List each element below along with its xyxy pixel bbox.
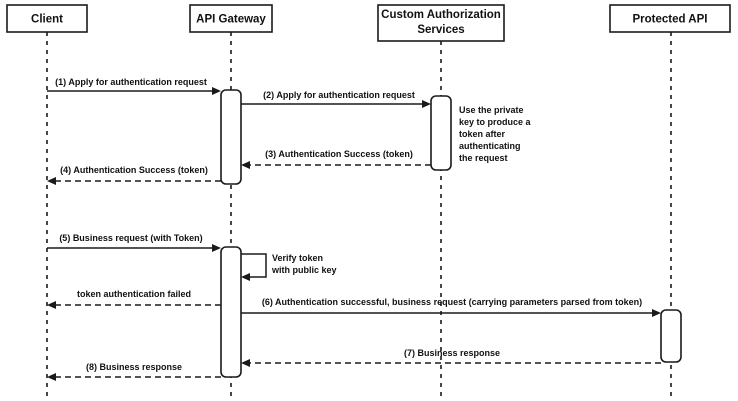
message-4-label: (4) Authentication Success (token) [60, 165, 208, 175]
message-3-label: (3) Authentication Success (token) [265, 149, 413, 159]
message-1-label: (1) Apply for authentication request [55, 77, 207, 87]
message-7-label: (7) Business response [404, 348, 500, 358]
participant-label-client: Client [31, 14, 63, 26]
message-self-verify-token-arrowhead [241, 273, 250, 281]
message-5-label: (5) Business request (with Token) [59, 233, 202, 243]
message-4[interactable]: (4) Authentication Success (token) [47, 165, 221, 185]
message-7[interactable]: (7) Business response [241, 348, 661, 367]
participant-label-custom-auth-line2: Services [417, 24, 464, 36]
message-6-label: (6) Authentication successful, business … [262, 297, 642, 307]
message-6[interactable]: (6) Authentication successful, business … [241, 297, 661, 317]
note-private-key-line-5: the request [459, 153, 508, 163]
message-3-arrowhead [241, 161, 250, 169]
message-token-authentication-failed-arrowhead [47, 301, 56, 309]
note-private-key-line-3: token after [459, 129, 506, 139]
participant-label-api-gateway: API Gateway [196, 14, 266, 26]
message-8-arrowhead [47, 373, 56, 381]
message-self-verify-token-label-line2: with public key [271, 265, 337, 275]
message-self-verify-token-label-line1: Verify token [272, 253, 323, 263]
activation-bar-protected-api [660, 309, 682, 363]
message-7-arrowhead [241, 359, 250, 367]
message-5-arrowhead [212, 244, 221, 252]
note-private-key-line-1: Use the private [459, 105, 524, 115]
activation-bar-custom-auth [430, 95, 452, 171]
message-token-authentication-failed-label: token authentication failed [77, 289, 191, 299]
participant-label-protected-api: Protected API [633, 14, 708, 26]
message-2-label: (2) Apply for authentication request [263, 90, 415, 100]
participant-box-protected-api[interactable]: Protected API [609, 4, 731, 33]
participant-box-api-gateway[interactable]: API Gateway [189, 4, 273, 33]
note-private-key-line-4: authenticating [459, 141, 521, 151]
participant-label-custom-auth-line1: Custom Authorization [381, 9, 501, 21]
message-3[interactable]: (3) Authentication Success (token) [241, 149, 431, 169]
message-self-verify-token[interactable]: Verify token with public key [241, 253, 337, 281]
message-2-arrowhead [422, 100, 431, 108]
message-4-arrowhead [47, 177, 56, 185]
message-8-label: (8) Business response [86, 362, 182, 372]
message-2[interactable]: (2) Apply for authentication request [241, 90, 431, 108]
message-5[interactable]: (5) Business request (with Token) [47, 233, 221, 252]
participant-box-client[interactable]: Client [6, 4, 88, 33]
activation-bar-api-gateway-business [220, 246, 242, 378]
activation-bar-api-gateway-auth [220, 89, 242, 185]
note-private-key: Use the private key to produce a token a… [459, 105, 532, 163]
message-1-arrowhead [212, 87, 221, 95]
message-token-authentication-failed[interactable]: token authentication failed [47, 289, 221, 309]
participant-box-custom-auth[interactable]: Custom Authorization Services [377, 4, 505, 42]
message-8[interactable]: (8) Business response [47, 362, 221, 381]
note-private-key-line-2: key to produce a [459, 117, 532, 127]
message-1[interactable]: (1) Apply for authentication request [47, 77, 221, 95]
message-6-arrowhead [652, 309, 661, 317]
